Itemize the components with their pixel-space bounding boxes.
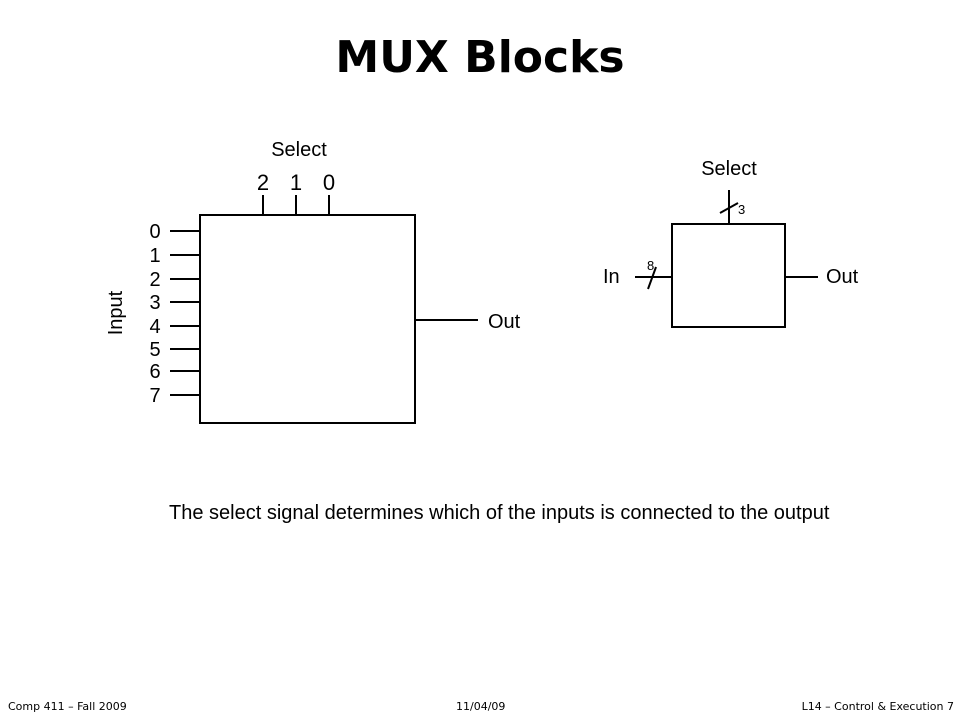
bus-output-label: Out xyxy=(826,266,859,288)
caption: The select signal determines which of th… xyxy=(169,502,830,524)
select-bus-width: 3 xyxy=(738,202,745,217)
mux-8to1-select-label: Select xyxy=(271,139,327,161)
mux-bus: Select 3 In 8 Out xyxy=(603,158,859,328)
input-number-1: 1 xyxy=(149,245,160,267)
select-bit-1: 1 xyxy=(290,170,302,195)
input-number-3: 3 xyxy=(149,292,160,314)
footer-course: Comp 411 – Fall 2009 xyxy=(8,700,127,713)
input-number-7: 7 xyxy=(149,385,160,407)
select-bit-0: 0 xyxy=(323,170,335,195)
input-label: Input xyxy=(105,290,127,335)
input-number-6: 6 xyxy=(149,361,160,383)
footer-date: 11/04/09 xyxy=(456,700,506,713)
input-number-2: 2 xyxy=(149,269,160,291)
input-number-5: 5 xyxy=(149,339,160,361)
input-number-0: 0 xyxy=(149,221,160,243)
output-label: Out xyxy=(488,311,521,333)
slide-title: MUX Blocks xyxy=(335,32,625,83)
mux-8to1: Select 2 1 0 Input 0 1 2 3 4 5 6 7 Out xyxy=(105,139,521,424)
input-bus-slash xyxy=(647,266,657,290)
select-bit-2: 2 xyxy=(257,170,269,195)
mux-bus-select-label: Select xyxy=(701,158,757,180)
mux-8to1-body xyxy=(199,214,416,424)
footer-lecture: L14 – Control & Execution 7 xyxy=(801,700,954,713)
bus-input-label: In xyxy=(603,266,620,288)
input-number-4: 4 xyxy=(149,316,160,338)
input-bus-width: 8 xyxy=(647,258,654,273)
mux-bus-body xyxy=(671,223,786,328)
select-bus-slash xyxy=(719,202,739,214)
